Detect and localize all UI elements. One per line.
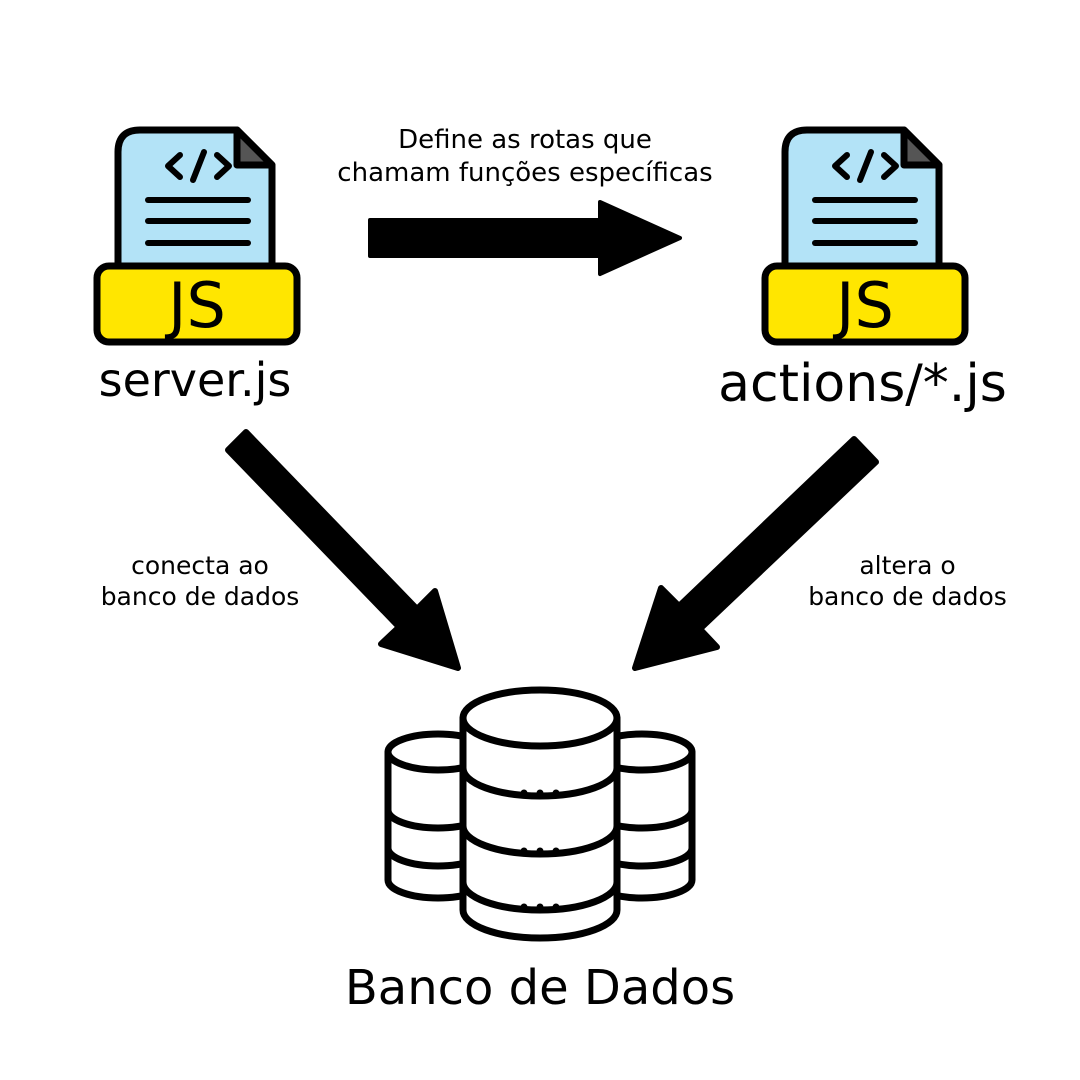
js-badge-label: JS (836, 269, 894, 342)
connect-arrow-label: conecta ao banco de dados (70, 550, 330, 613)
arrow-right-icon (368, 200, 682, 276)
arrow-down-left-icon (632, 436, 879, 671)
code-brackets-icon (165, 149, 232, 183)
routes-arrow-label: Define as rotas que chamam funções espec… (290, 124, 760, 189)
js-file-icon (761, 126, 969, 346)
arrow-down-right-icon (225, 429, 461, 671)
database-icon (384, 686, 696, 942)
alter-arrow-text: altera o banco de dados (808, 551, 1007, 612)
alter-arrow-label: altera o banco de dados (775, 550, 1040, 613)
routes-arrow-text: Define as rotas que chamam funções espec… (337, 125, 713, 188)
js-file-icon (93, 126, 301, 346)
actions-js-label: actions/*.js (718, 354, 1007, 414)
connect-arrow-text: conecta ao banco de dados (100, 551, 300, 612)
js-badge-label: JS (168, 269, 226, 342)
code-brackets-icon (832, 149, 899, 183)
database-label: Banco de Dados (344, 960, 736, 1016)
server-js-label: server.js (98, 353, 292, 407)
